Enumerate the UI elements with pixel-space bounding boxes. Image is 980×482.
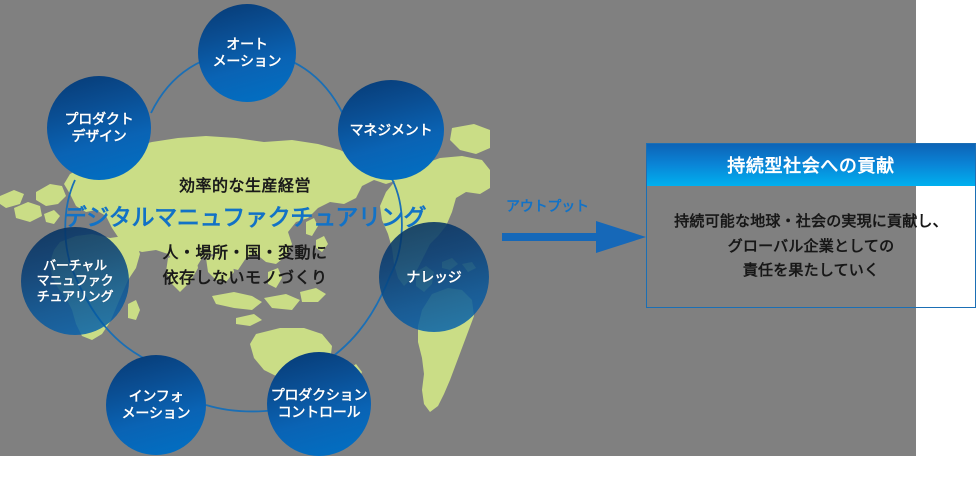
node-product-design-label: プロダクト デザイン <box>64 111 134 144</box>
node-information-label: インフォ メーション <box>121 388 191 421</box>
node-management-label: マネジメント <box>349 121 433 138</box>
contribution-panel-line-1: 持続可能な地球・社会の実現に貢献し、 <box>674 212 948 230</box>
node-automation-label: オート メーション <box>212 36 282 69</box>
node-production-control[interactable]: プロダクション コントロール <box>267 352 371 456</box>
output-arrow-group: アウトプット <box>500 196 648 254</box>
node-virtual-manufacturing[interactable]: バーチャル マニュファク チュアリング <box>21 227 129 335</box>
contribution-panel-line-2: グローバル企業としての <box>727 237 895 255</box>
contribution-panel: 持続型社会への貢献 持続可能な地球・社会の実現に貢献し、 グローバル企業としての… <box>646 143 976 308</box>
node-product-design[interactable]: プロダクト デザイン <box>47 76 151 180</box>
node-knowledge[interactable]: ナレッジ <box>379 222 489 332</box>
contribution-panel-title: 持続型社会への貢献 <box>727 156 895 176</box>
node-virtual-manufacturing-label: バーチャル マニュファク チュアリング <box>36 258 114 304</box>
node-automation[interactable]: オート メーション <box>198 4 296 102</box>
node-information[interactable]: インフォ メーション <box>106 355 206 455</box>
contribution-panel-line-3: 責任を果たしていく <box>742 262 880 280</box>
node-production-control-label: プロダクション コントロール <box>270 387 368 420</box>
arrow-right-icon <box>502 221 646 253</box>
node-management[interactable]: マネジメント <box>338 80 444 180</box>
node-knowledge-label: ナレッジ <box>406 268 462 285</box>
contribution-panel-header: 持続型社会への貢献 <box>647 144 975 186</box>
contribution-panel-body: 持続可能な地球・社会の実現に貢献し、 グローバル企業としての 責任を果たしていく <box>647 186 975 308</box>
output-arrow-label: アウトプット <box>506 198 589 214</box>
